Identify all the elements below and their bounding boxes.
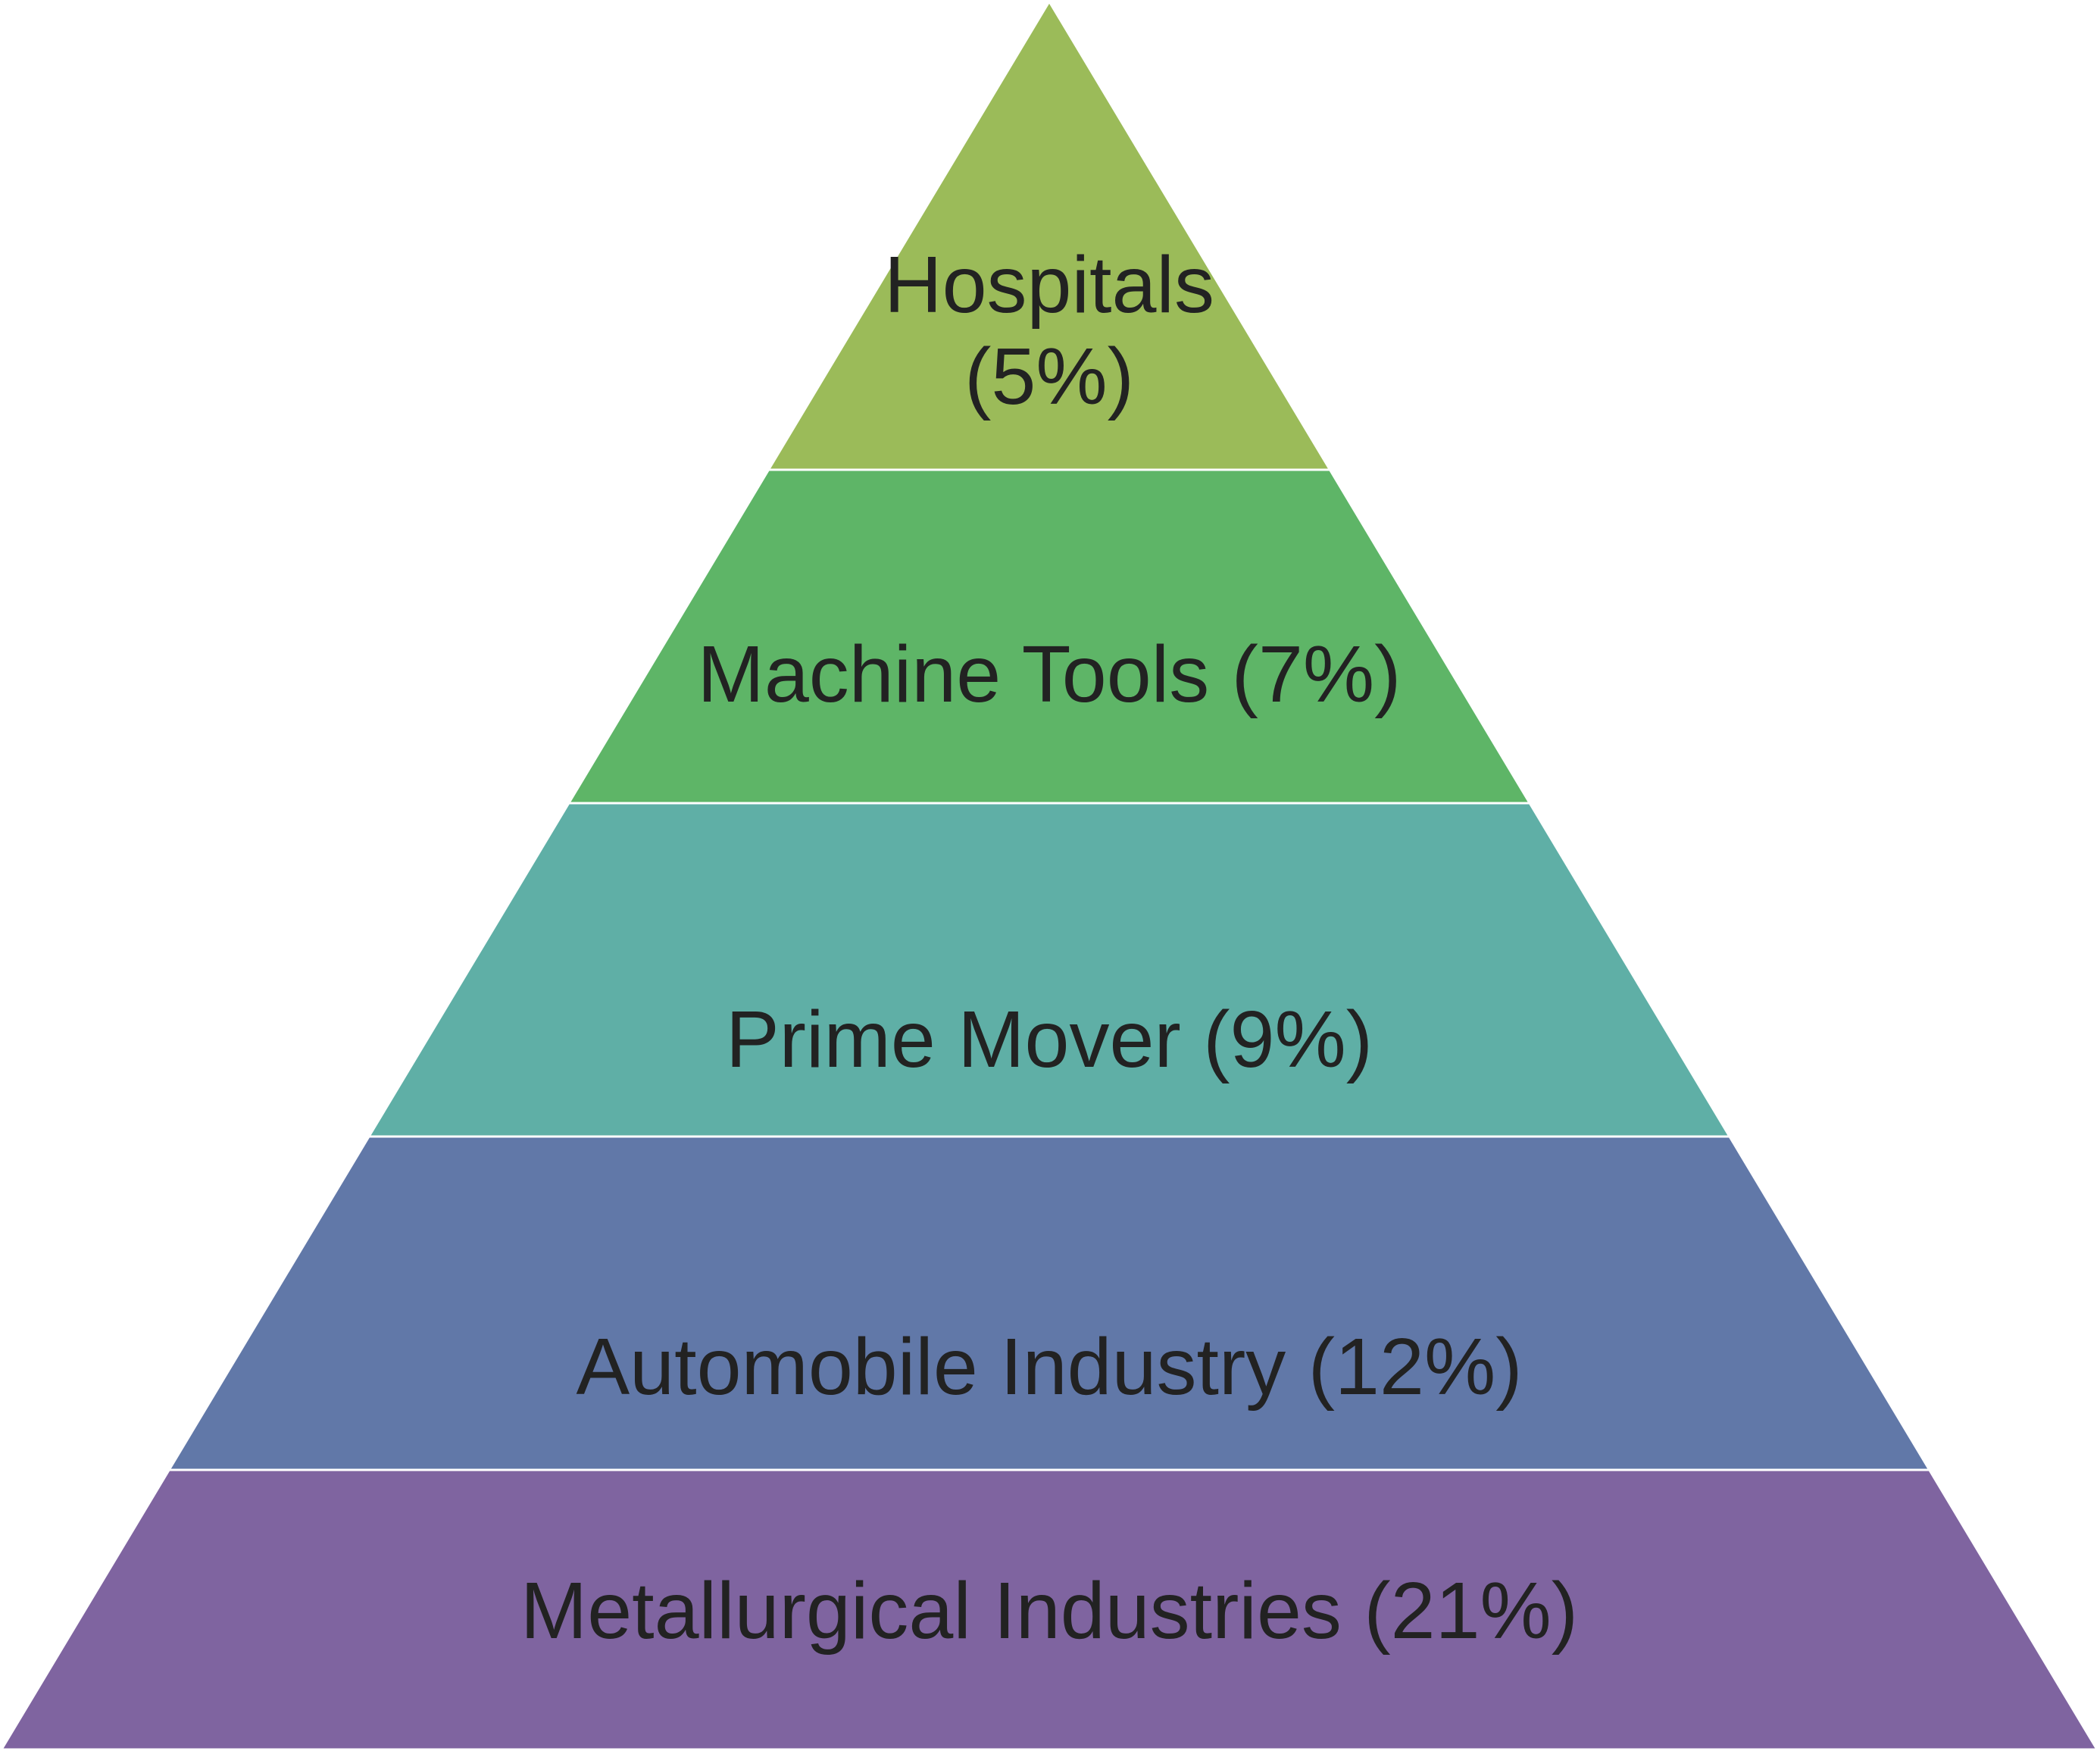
tier-1-label-line-1: Hospitals (884, 240, 1214, 330)
tier-4-label-line-1: Automobile Industry (12%) (576, 1322, 1522, 1412)
tier-2-label-line-1: Machine Tools (7%) (698, 630, 1402, 719)
pyramid-tier-4 (167, 1135, 1932, 1471)
tier-5-label-line-1: Metallurgical Industries (21%) (520, 1566, 1578, 1656)
tier-3-label-line-1: Prime Mover (9%) (726, 995, 1373, 1084)
pyramid-tier-5 (0, 1468, 2099, 1751)
pyramid-labels: Hospitals(5%) Machine Tools (7%) Prime Mov… (520, 240, 1578, 1656)
tier-1-label-line-2: (5%) (964, 332, 1134, 421)
pyramid-tier-3 (367, 802, 1732, 1138)
